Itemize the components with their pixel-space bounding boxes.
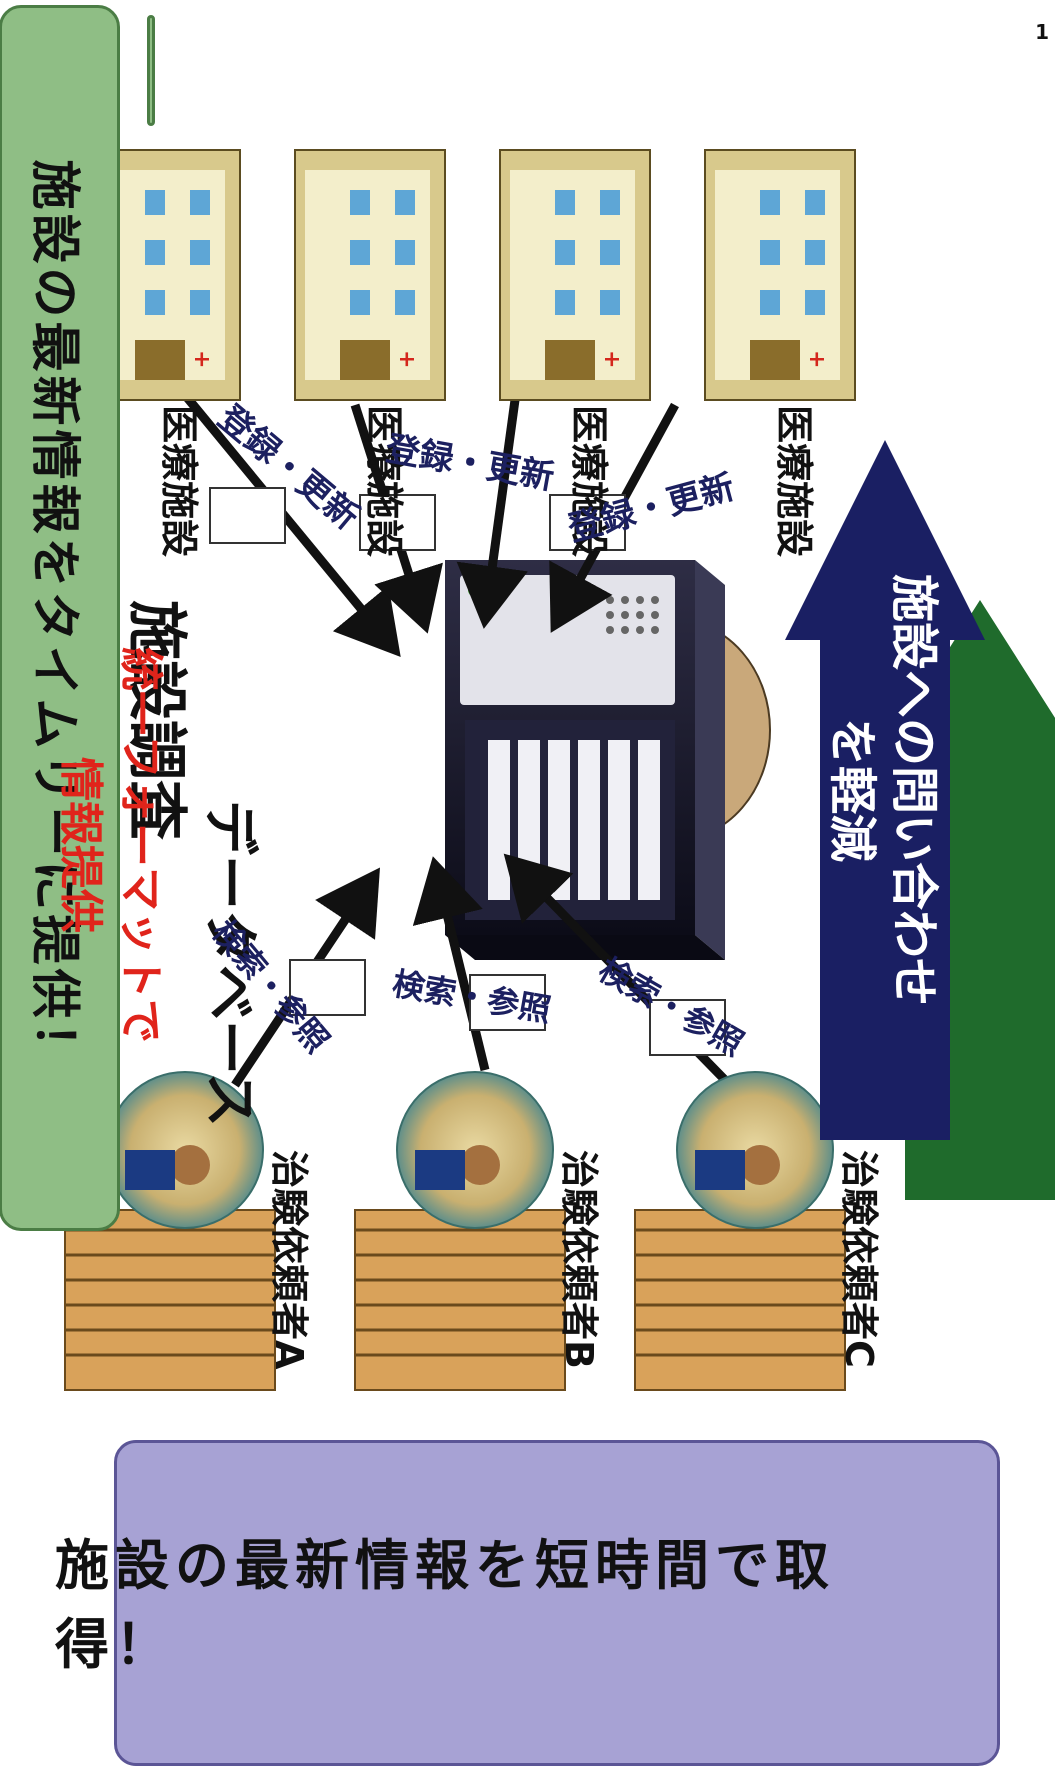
svg-text:+: + (394, 350, 419, 368)
bottom-banner-overlay: 施設の最新情報を短時間で取得！ (55, 1445, 935, 1755)
navy-arrow-shape (785, 440, 985, 1140)
server-shape (445, 560, 771, 960)
requester-label: 治験依頼者A (267, 1150, 311, 1370)
svg-text:+: + (804, 350, 829, 368)
requester-illustrations (64, 1071, 846, 1391)
bottom-banner-label: 施設の最新情報を短時間で取得！ (55, 1534, 835, 1676)
facility-label: 医療施設 (772, 405, 816, 558)
green-arrow-text: 統一フォーマットで 情報提供 (50, 595, 170, 1095)
green-arrow-line2: 情報提供 (55, 757, 106, 933)
facility-label: 医療施設 (157, 405, 201, 558)
navy-arrow-text: 施設への問い合わせ を軽減 (821, 520, 945, 1060)
hospital-buildings: + + + + (89, 149, 856, 401)
page-number: 1 (1035, 20, 1049, 44)
requester-label: 治験依頼者C (837, 1150, 881, 1368)
svg-text:+: + (189, 350, 214, 368)
svg-text:+: + (599, 350, 624, 368)
document-icons (209, 487, 726, 1056)
green-arrow-line1: 統一フォーマットで (115, 647, 166, 1043)
navy-arrow-line1: 施設への問い合わせ (886, 573, 942, 1006)
navy-arrow-line2: を軽減 (824, 717, 880, 862)
requester-label: 治験依頼者B (557, 1150, 601, 1369)
